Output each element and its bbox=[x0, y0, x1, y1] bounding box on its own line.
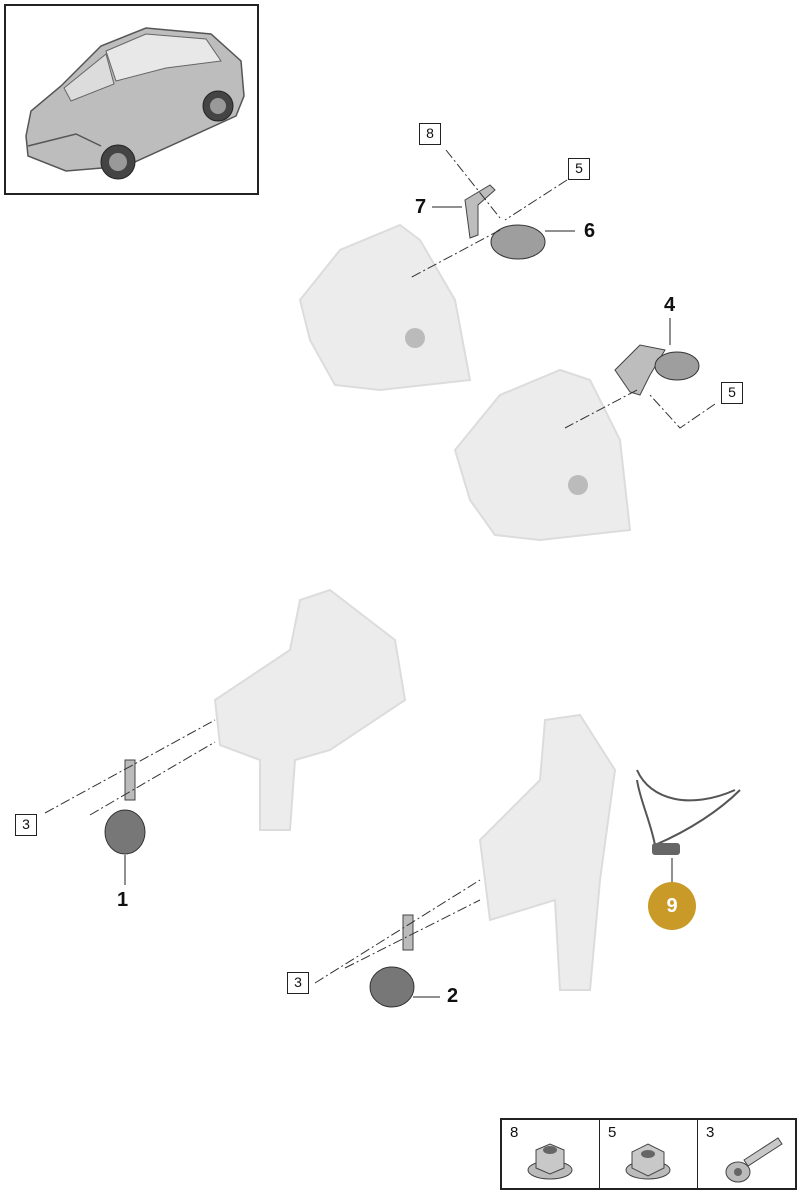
pointer-lines bbox=[124, 206, 673, 998]
callout-box-3: 3 bbox=[287, 972, 309, 994]
legend-item-8: 8 bbox=[502, 1120, 600, 1188]
suv-icon bbox=[25, 27, 245, 180]
wiring-harness-9 bbox=[636, 769, 741, 846]
fastener-legend: 8 5 3 bbox=[500, 1118, 797, 1190]
legend-item-5: 5 bbox=[600, 1120, 698, 1188]
horn-2 bbox=[369, 966, 415, 1008]
callout-number-1: 1 bbox=[117, 889, 129, 911]
callout-number-2: 2 bbox=[447, 985, 459, 1007]
callout-box-8: 8 bbox=[419, 123, 441, 145]
callout-box-5: 5 bbox=[568, 158, 590, 180]
hex-nut-icon bbox=[625, 1143, 671, 1180]
lock-carrier-right bbox=[478, 713, 617, 991]
housing-hole bbox=[405, 328, 425, 348]
leader-lines bbox=[44, 149, 716, 984]
vehicle-thumbnail bbox=[4, 4, 259, 195]
callout-box-3: 3 bbox=[15, 814, 37, 836]
callout-number-7: 7 bbox=[415, 196, 427, 218]
callout-box-5: 5 bbox=[721, 382, 743, 404]
callout-number-4: 4 bbox=[664, 294, 676, 316]
sensor-4 bbox=[654, 351, 700, 381]
bracket-7 bbox=[464, 184, 496, 239]
socket-bolt-icon bbox=[725, 1137, 783, 1183]
housing-hole bbox=[568, 475, 588, 495]
callout-number-6: 6 bbox=[584, 220, 596, 242]
horn-1 bbox=[104, 809, 146, 855]
legend-number: 8 bbox=[510, 1124, 519, 1141]
legend-number: 5 bbox=[608, 1124, 617, 1141]
lock-carrier-left bbox=[213, 588, 407, 831]
sensor-6 bbox=[490, 224, 546, 260]
horn-bracket-2 bbox=[402, 914, 414, 951]
legend-item-3: 3 bbox=[698, 1120, 795, 1188]
wheel-housing-lower bbox=[453, 368, 632, 542]
flange-nut-icon bbox=[527, 1143, 573, 1180]
wheel-housing-upper bbox=[298, 223, 472, 392]
legend-number: 3 bbox=[706, 1124, 715, 1141]
connector-9 bbox=[652, 843, 680, 855]
bracket-4 bbox=[614, 344, 666, 396]
highlighted-callout-9[interactable]: 9 bbox=[648, 882, 696, 930]
